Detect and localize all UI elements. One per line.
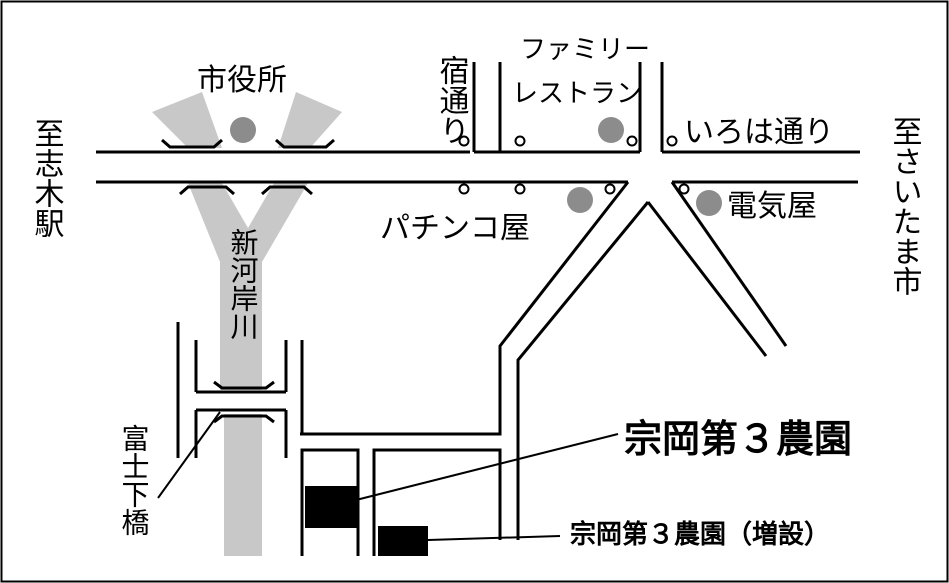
- signal-icon: [626, 135, 638, 147]
- diagonal-road-se-top: [670, 181, 788, 347]
- iroha-dori-label: いろは通り: [684, 115, 834, 150]
- diagonal-road-se-bottom: [646, 201, 768, 357]
- signal-icon: [514, 135, 526, 147]
- signal-icon: [458, 135, 470, 147]
- bridge-mark-top-left: [161, 138, 223, 149]
- river-branch-left: [152, 92, 222, 148]
- electric-shop-label: 電気屋: [727, 189, 817, 224]
- bridge-pointer: [157, 411, 221, 499]
- bridge-mark-lower-bottom: [213, 414, 275, 424]
- bridge-mark-mid-right: [261, 185, 313, 196]
- to-saitama-city-label: 至さいたま市: [887, 116, 922, 296]
- landmarks: [230, 117, 722, 216]
- bridge-mark-top-right: [275, 138, 335, 149]
- river-main-lower: [224, 414, 262, 556]
- river-fork: [188, 183, 308, 262]
- signal-icon: [458, 183, 470, 195]
- shingashi-river-label: 新河岸川: [227, 228, 260, 340]
- pachinko-label: パチンコ屋: [380, 211, 530, 246]
- signal-icon: [666, 135, 678, 147]
- signal-icon: [514, 183, 526, 195]
- river-main-upper: [220, 250, 262, 390]
- restaurant-marker: [598, 117, 624, 143]
- signal-icon: [604, 183, 616, 195]
- diagonal-road-inner: [516, 201, 650, 540]
- bridge-marks: [161, 138, 335, 424]
- family-restaurant-label-line1: ファミリー: [520, 35, 650, 65]
- family-restaurant-label: ファミリー レストラン: [512, 35, 658, 109]
- bridge-mark-lower-top: [213, 380, 275, 390]
- farm3-pointer: [355, 433, 619, 501]
- juku-dori-label: 宿通り: [434, 55, 470, 145]
- family-restaurant-label-line2: レストラン: [512, 79, 642, 109]
- shingashi-river: [152, 92, 342, 556]
- farm-3-extension-plot: [378, 526, 428, 556]
- river-branch-right: [278, 92, 342, 148]
- electric-shop-marker: [696, 190, 722, 216]
- city-hall-marker: [230, 117, 256, 143]
- farm-3-label: 宗岡第３農園: [624, 417, 852, 461]
- signal-icon: [678, 183, 690, 195]
- fujishita-bridge-label: 富士下橋: [118, 424, 151, 536]
- city-hall-label: 市役所: [197, 63, 287, 98]
- pachinko-marker: [567, 187, 593, 213]
- farm-3-plot: [305, 486, 357, 528]
- farm-3-extension-label: 宗岡第３農園（増設）: [570, 519, 830, 550]
- farm3ext-pointer: [427, 535, 561, 541]
- pointer-lines: [157, 411, 619, 541]
- diagonal-road-outer: [300, 181, 630, 436]
- farm-block-2: [372, 448, 502, 556]
- to-shiki-station-label: 至志木駅: [29, 118, 65, 238]
- farm-block-1: [300, 448, 360, 556]
- roads: [96, 62, 860, 556]
- bridge-mark-mid-left: [179, 185, 235, 196]
